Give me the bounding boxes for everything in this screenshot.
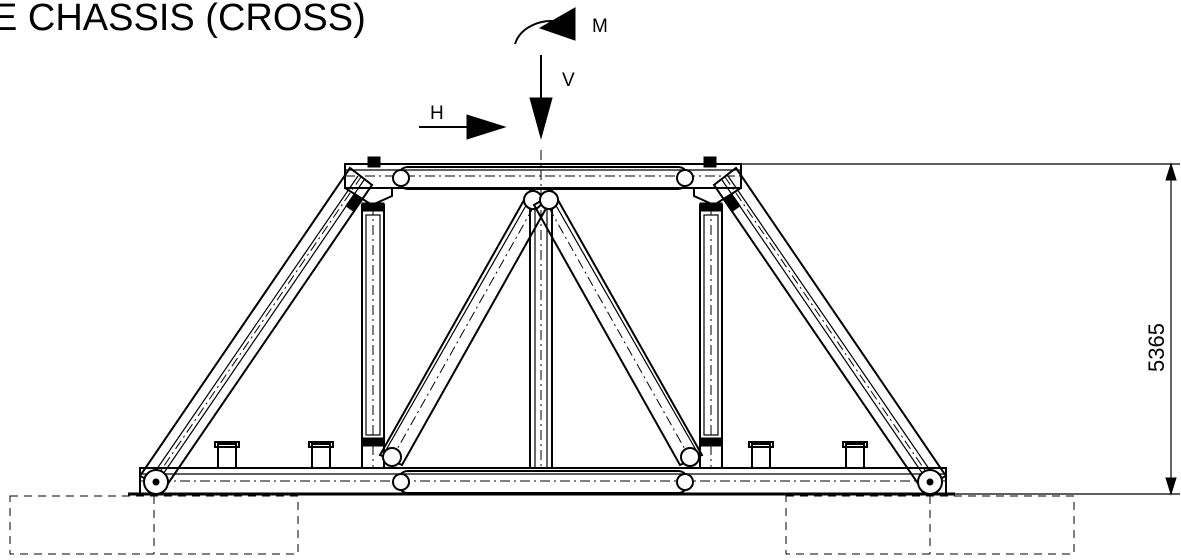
height-dimension: 5365 [741, 162, 1180, 496]
drawing-title: E CHASSIS (CROSS) [0, 0, 366, 39]
horizontal-load-label: H [430, 103, 444, 124]
vertical-load-arrow: V [529, 55, 575, 140]
right-inner-brace [532, 190, 704, 467]
foundation-pads [9, 495, 1075, 555]
bottom-tube [392, 470, 694, 494]
horizontal-load-arrow: H [419, 103, 507, 140]
center-vertical-post [529, 150, 553, 470]
top-corner-nodes [344, 164, 742, 213]
vertical-load-label: V [562, 70, 575, 91]
moment-label: M [592, 16, 608, 37]
right-outer-leg [712, 166, 948, 495]
moment-load-symbol: M [514, 7, 608, 45]
right-vertical-post [699, 156, 723, 469]
left-outer-leg [138, 166, 374, 495]
left-inner-brace [378, 190, 550, 467]
height-dimension-value: 5365 [1144, 323, 1169, 372]
anchor-bolts [214, 441, 868, 469]
